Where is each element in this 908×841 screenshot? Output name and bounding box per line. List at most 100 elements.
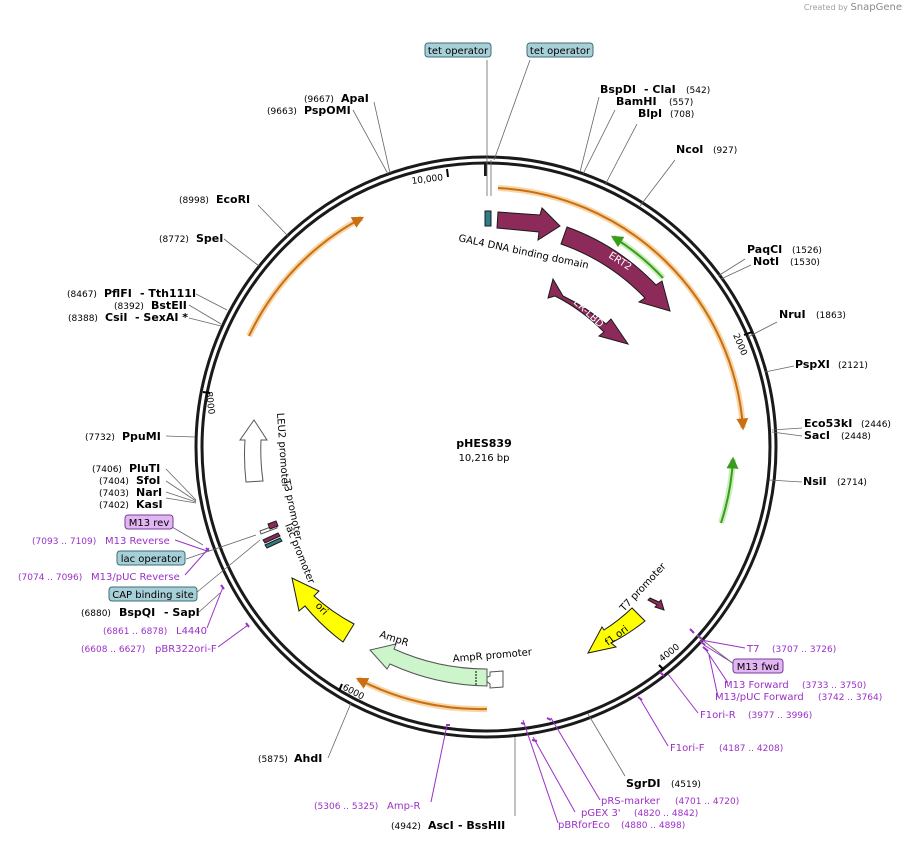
svg-text:(542): (542) <box>686 86 710 96</box>
site-ncoi[interactable]: NcoI (927) <box>676 143 737 156</box>
svg-text:lac operator: lac operator <box>121 554 182 565</box>
primer-prs-marker[interactable]: pRS-marker (4701 .. 4720) <box>601 796 739 807</box>
svg-text:(7402): (7402) <box>99 501 129 511</box>
site-saci[interactable]: SacI (2448) <box>804 429 871 442</box>
site-asci-bsshii[interactable]: (4942) AscI - BssHII <box>391 819 505 832</box>
svg-text:- SexAI *: - SexAI * <box>135 311 188 324</box>
ori-feature[interactable]: ori <box>291 577 355 643</box>
site-bspqi-sapi[interactable]: (6880) BspQI - SapI <box>81 606 200 619</box>
svg-text:(5306 .. 5325): (5306 .. 5325) <box>314 802 378 812</box>
svg-text:CAP binding site: CAP binding site <box>112 590 194 601</box>
box-cap-binding-site[interactable]: CAP binding site <box>108 586 198 602</box>
svg-text:(5875): (5875) <box>258 755 288 765</box>
svg-text:(8998): (8998) <box>179 196 209 206</box>
primer-m13-forward[interactable]: M13 Forward (3733 .. 3750) <box>724 680 866 691</box>
svg-text:(1526): (1526) <box>792 246 822 256</box>
primer-t7[interactable]: T7 (3707 .. 3726) <box>746 644 836 655</box>
snapgene-credit: Created by SnapGene <box>804 2 902 13</box>
svg-text:ApaI: ApaI <box>341 92 369 105</box>
box-tet-operator-1[interactable]: tet operator <box>424 42 492 58</box>
site-spei[interactable]: (8772) SpeI <box>159 232 223 245</box>
primer-pgex-3[interactable]: pGEX 3' (4820 .. 4842) <box>581 808 698 819</box>
svg-text:CsiI: CsiI <box>105 311 127 324</box>
primer-amp-r[interactable]: (5306 .. 5325) Amp-R <box>314 801 421 812</box>
site-ecori[interactable]: (8998) EcoRI <box>179 193 250 206</box>
er-lbd-feature[interactable]: ER-LBD <box>547 277 630 345</box>
svg-text:SpeI: SpeI <box>196 232 223 245</box>
svg-text:(6608 .. 6627): (6608 .. 6627) <box>81 645 145 655</box>
svg-text:M13 fwd: M13 fwd <box>737 662 779 673</box>
svg-text:BspQI: BspQI <box>119 606 155 619</box>
primer-f1ori-f[interactable]: F1ori-F (4187 .. 4208) <box>670 743 783 754</box>
site-kasi[interactable]: (7402) KasI <box>99 498 163 511</box>
svg-text:PspXI: PspXI <box>795 358 830 371</box>
svg-text:(3707 .. 3726): (3707 .. 3726) <box>772 645 836 655</box>
svg-text:PaqCI: PaqCI <box>747 243 782 256</box>
svg-text:(3733 .. 3750): (3733 .. 3750) <box>802 681 866 691</box>
site-nrui[interactable]: NruI (1863) <box>779 308 846 321</box>
svg-text:(7074 .. 7096): (7074 .. 7096) <box>18 573 82 583</box>
svg-text:SacI: SacI <box>804 429 830 442</box>
svg-text:F1ori-F: F1ori-F <box>670 743 705 754</box>
site-pflfi-tth111i[interactable]: (8467) PflFI - Tth111I <box>67 287 196 300</box>
svg-text:PpuMI: PpuMI <box>122 430 161 443</box>
site-paqci[interactable]: PaqCI (1526) <box>747 243 822 256</box>
site-sfoi[interactable]: (7404) SfoI <box>99 474 160 487</box>
box-m13-rev[interactable]: M13 rev <box>124 514 174 530</box>
site-apai[interactable]: (9667) ApaI <box>304 92 369 105</box>
site-ppumi[interactable]: (7732) PpuMI <box>85 430 161 443</box>
f1-ori-feature[interactable]: f1 ori <box>587 607 646 654</box>
box-leaders <box>171 526 736 666</box>
box-tet-operator-2[interactable]: tet operator <box>526 42 594 58</box>
orange-track-right <box>497 185 749 431</box>
orange-track-bottom <box>355 676 488 713</box>
t7-promoter-feature[interactable]: T7 promoter <box>617 561 669 615</box>
site-eco53ki[interactable]: Eco53kI (2446) <box>804 417 891 430</box>
site-nsii[interactable]: NsiI (2714) <box>803 475 867 488</box>
svg-text:(3977 .. 3996): (3977 .. 3996) <box>748 711 812 721</box>
site-csii-sexai[interactable]: (8388) CsiI - SexAI * <box>68 311 188 324</box>
svg-text:(4187 .. 4208): (4187 .. 4208) <box>719 744 783 754</box>
primer-m13-puc-reverse[interactable]: (7074 .. 7096) M13/pUC Reverse <box>18 572 180 583</box>
ert2-feature[interactable]: ERT2 <box>560 226 671 312</box>
site-noti[interactable]: NotI (1530) <box>753 255 820 268</box>
tick-label-8000: 8000 <box>203 391 216 415</box>
site-ahdi[interactable]: (5875) AhdI <box>258 752 322 765</box>
svg-text:(4701 .. 4720): (4701 .. 4720) <box>675 797 739 807</box>
primer-m13-puc-forward[interactable]: M13/pUC Forward (3742 .. 3764) <box>715 692 882 703</box>
site-bamhi[interactable]: BamHI (557) <box>616 95 693 108</box>
svg-text:(2448): (2448) <box>841 432 871 442</box>
svg-text:(1863): (1863) <box>816 311 846 321</box>
lac-promoter-feature[interactable]: lac promoter <box>259 522 317 586</box>
primer-m13-reverse[interactable]: (7093 .. 7109) M13 Reverse <box>32 536 170 547</box>
site-blpi[interactable]: BlpI (708) <box>638 107 694 120</box>
tick-10000: 10,000 <box>411 164 487 187</box>
primer-f1ori-r[interactable]: F1ori-R (3977 .. 3996) <box>700 710 812 721</box>
primer-l4440[interactable]: (6861 .. 6878) L4440 <box>103 626 207 637</box>
svg-text:PflFI: PflFI <box>104 287 132 300</box>
site-pspxi[interactable]: PspXI (2121) <box>795 358 868 371</box>
primer-pbr322ori-f[interactable]: (6608 .. 6627) pBR322ori-F <box>81 644 217 655</box>
site-pluti[interactable]: (7406) PluTI <box>92 462 160 475</box>
site-bsteii[interactable]: (8392) BstEII <box>114 299 187 312</box>
primer-pbrforeco[interactable]: pBRforEco (4880 .. 4898) <box>558 820 685 831</box>
svg-text:(4820 .. 4842): (4820 .. 4842) <box>634 809 698 819</box>
box-lac-operator[interactable]: lac operator <box>116 550 186 566</box>
svg-text:T7: T7 <box>746 644 759 655</box>
box-m13-fwd[interactable]: M13 fwd <box>732 658 784 674</box>
site-sgrdi[interactable]: SgrDI (4519) <box>626 777 701 790</box>
svg-text:M13 rev: M13 rev <box>129 518 170 529</box>
leu2-promoter-feature[interactable]: LEU2 promoter <box>239 412 290 489</box>
plasmid-size: 10,216 bp <box>459 453 510 464</box>
svg-text:L4440: L4440 <box>176 626 207 637</box>
site-pspomi[interactable]: (9663) PspOMI <box>267 104 351 117</box>
svg-text:(2121): (2121) <box>838 361 868 371</box>
svg-text:(1530): (1530) <box>790 258 820 268</box>
site-nari[interactable]: (7403) NarI <box>99 486 162 499</box>
svg-text:(708): (708) <box>670 110 694 120</box>
tick-8000: 8000 <box>202 391 216 415</box>
svg-text:- SapI: - SapI <box>164 606 200 619</box>
site-bspdi-clai[interactable]: BspDI - ClaI (542) <box>600 83 710 96</box>
svg-text:pBR322ori-F: pBR322ori-F <box>155 644 217 655</box>
svg-text:NsiI: NsiI <box>803 475 827 488</box>
